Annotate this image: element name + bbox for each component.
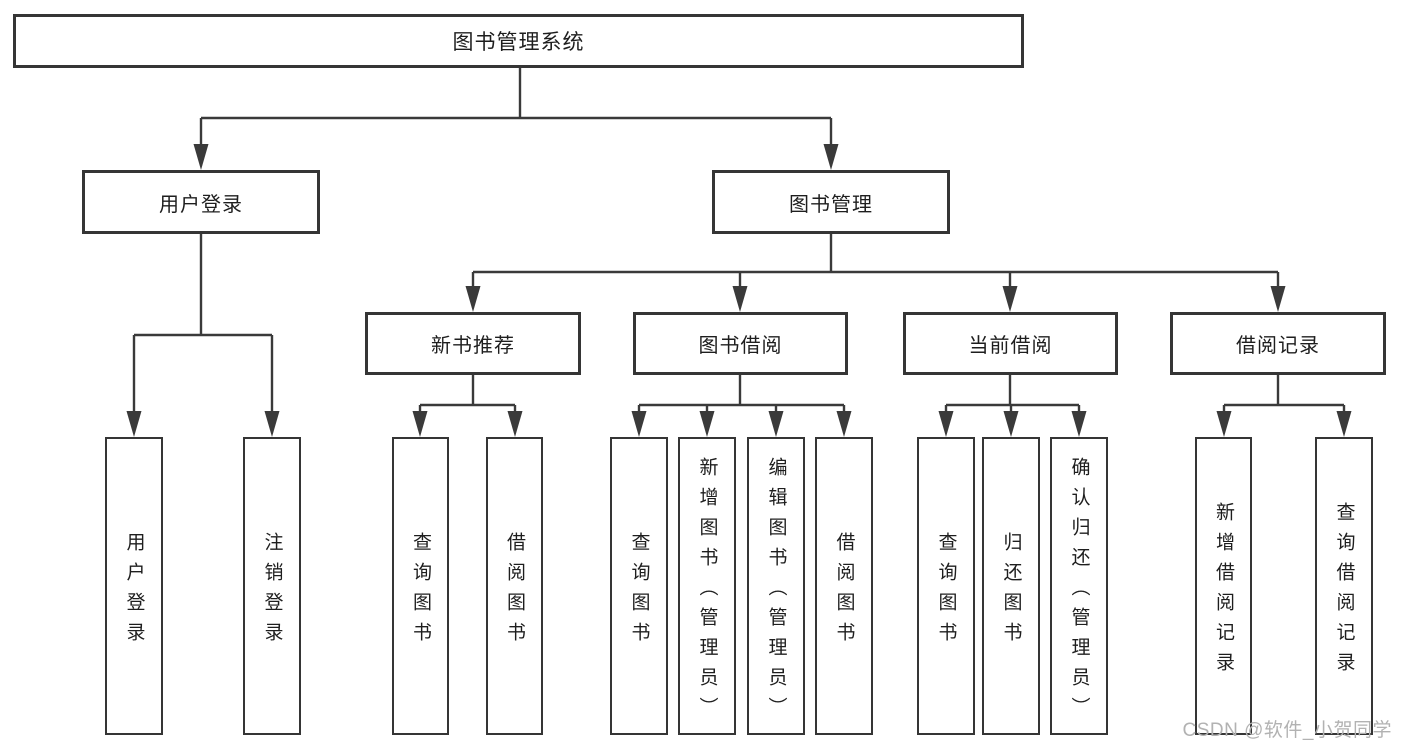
leaf-add-borrow-record: 新增借阅记录 [1195,437,1252,735]
node-label: 图书管理系统 [452,31,585,54]
leaf-borrow-books-recommend: 借阅图书 [486,437,543,735]
node-new-book-recommend: 新书推荐 [365,312,581,375]
node-label: 借阅记录 [1236,335,1320,357]
leaf-label: 注销登录 [261,531,283,652]
leaf-label: 用户登录 [123,531,145,652]
leaf-add-book-admin: 新增图书（管理员） [678,437,736,735]
leaf-user-login: 用户登录 [105,437,163,735]
node-label: 图书借阅 [698,335,783,357]
leaf-label: 新增借阅记录 [1213,501,1234,682]
node-user-login: 用户登录 [82,170,320,234]
leaf-label: 确认归还（管理员） [1068,456,1090,727]
leaf-query-borrow-record: 查询借阅记录 [1315,437,1373,735]
leaf-confirm-return-admin: 确认归还（管理员） [1050,437,1108,735]
node-label: 新书推荐 [431,335,515,357]
leaf-label: 查询借阅记录 [1333,501,1355,682]
leaf-return-book: 归还图书 [982,437,1040,735]
node-book-borrowing: 图书借阅 [633,312,848,375]
leaf-query-books-recommend: 查询图书 [392,437,449,735]
node-label: 图书管理 [789,193,873,216]
leaf-label: 查询图书 [628,531,650,652]
leaf-label: 归还图书 [1000,531,1022,652]
node-label: 当前借阅 [968,335,1053,357]
leaf-query-books-borrowing: 查询图书 [610,437,668,735]
leaf-label: 查询图书 [935,531,957,652]
node-current-borrowing: 当前借阅 [903,312,1118,375]
csdn-watermark: CSDN @软件_小贺同学 [1182,720,1392,741]
leaf-label: 借阅图书 [504,531,525,652]
node-book-management: 图书管理 [712,170,950,234]
leaf-label: 编辑图书（管理员） [765,456,787,727]
node-borrowing-records: 借阅记录 [1170,312,1386,375]
leaf-logout: 注销登录 [243,437,301,735]
node-label: 用户登录 [159,193,243,216]
leaf-label: 借阅图书 [833,531,855,652]
leaf-borrow-books-borrowing: 借阅图书 [815,437,873,735]
leaf-edit-book-admin: 编辑图书（管理员） [747,437,805,735]
leaf-label: 查询图书 [410,531,431,652]
node-library-management-system: 图书管理系统 [13,14,1024,68]
leaf-label: 新增图书（管理员） [696,456,718,727]
leaf-query-books-current: 查询图书 [917,437,975,735]
